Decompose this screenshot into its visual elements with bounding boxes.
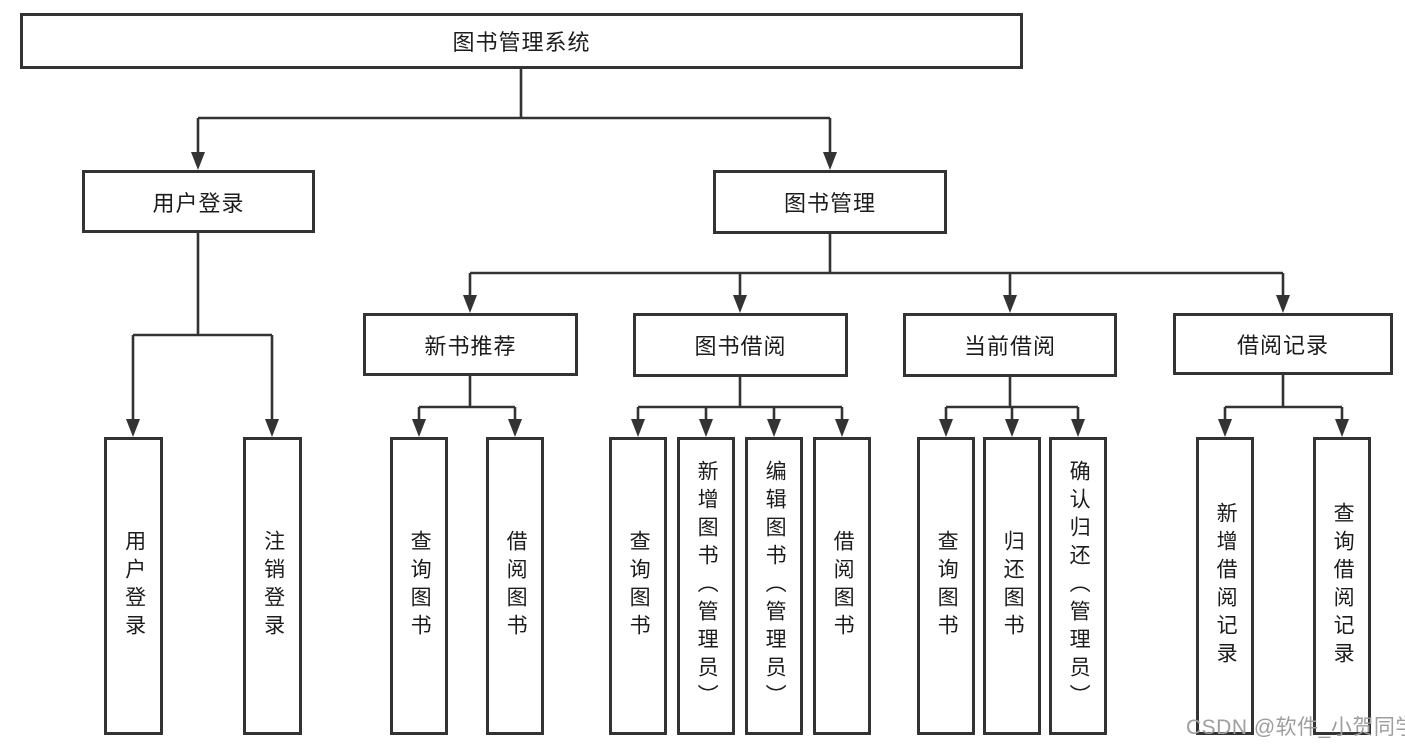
leaf-logout: 注销登录 [243, 437, 302, 735]
leaf-recommend-query-books-label: 查询图书 [408, 530, 432, 642]
leaf-user-login-label: 用户登录 [122, 530, 146, 642]
node-library-system: 图书管理系统 [20, 13, 1023, 69]
node-new-book-recommend: 新书推荐 [363, 313, 578, 376]
leaf-user-login: 用户登录 [104, 437, 163, 735]
node-book-management: 图书管理 [713, 170, 947, 234]
node-user-login-label: 用户登录 [152, 190, 245, 216]
node-book-borrow: 图书借阅 [633, 313, 848, 377]
node-new-book-recommend-label: 新书推荐 [424, 333, 517, 359]
leaf-records-add-record: 新增借阅记录 [1196, 437, 1254, 735]
leaf-current-query-books: 查询图书 [917, 437, 975, 735]
node-current-borrow: 当前借阅 [903, 313, 1117, 377]
leaf-logout-label: 注销登录 [261, 530, 285, 642]
leaf-borrow-add-books: 新增图书（管理员） [677, 437, 735, 735]
leaf-records-query-record-label: 查询借阅记录 [1331, 502, 1355, 670]
leaf-borrow-query-books-label: 查询图书 [627, 530, 651, 642]
leaf-borrow-edit-books-label: 编辑图书（管理员） [763, 460, 787, 712]
leaf-borrow-borrow-books: 借阅图书 [813, 437, 871, 735]
node-borrow-records-label: 借阅记录 [1236, 333, 1329, 358]
leaf-recommend-borrow-books-label: 借阅图书 [504, 530, 528, 642]
node-library-system-label: 图书管理系统 [452, 30, 591, 55]
leaf-borrow-edit-books: 编辑图书（管理员） [745, 437, 803, 735]
leaf-current-query-books-label: 查询图书 [935, 530, 959, 642]
node-borrow-records: 借阅记录 [1173, 313, 1393, 375]
leaf-borrow-query-books: 查询图书 [609, 437, 667, 735]
leaf-borrow-borrow-books-label: 借阅图书 [831, 530, 855, 642]
csdn-watermark: CSDN @软件_小贺同学 [1186, 716, 1405, 739]
node-book-management-label: 图书管理 [783, 191, 876, 216]
node-user-login: 用户登录 [82, 170, 315, 233]
leaf-records-add-record-label: 新增借阅记录 [1214, 502, 1238, 670]
leaf-current-confirm-return: 确认归还（管理员） [1049, 437, 1107, 735]
leaf-current-confirm-return-label: 确认归还（管理员） [1067, 460, 1091, 712]
leaf-borrow-add-books-label: 新增图书（管理员） [695, 460, 719, 712]
leaf-current-return-books-label: 归还图书 [1001, 530, 1025, 642]
leaf-recommend-borrow-books: 借阅图书 [486, 437, 544, 735]
leaf-recommend-query-books: 查询图书 [390, 437, 448, 735]
node-book-borrow-label: 图书借阅 [694, 334, 787, 359]
node-current-borrow-label: 当前借阅 [963, 334, 1056, 359]
leaf-records-query-record: 查询借阅记录 [1313, 437, 1371, 735]
leaf-current-return-books: 归还图书 [983, 437, 1041, 735]
